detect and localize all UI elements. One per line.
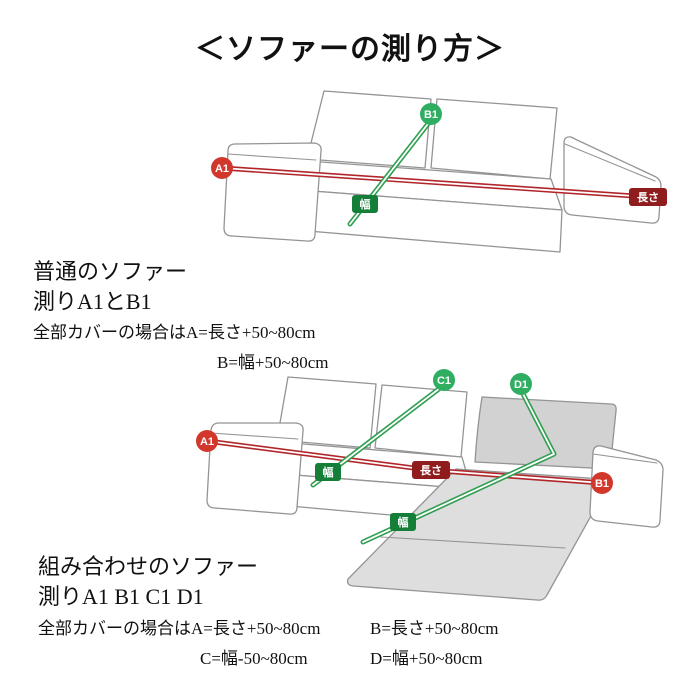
sofa2-measure-line-d-core [362, 389, 555, 543]
sofa2-back-cushion-mid [374, 384, 468, 458]
sofa2-armrest-right [589, 445, 664, 528]
sofa2-length-badge: 長さ [412, 461, 450, 479]
section1-heading-line1: 普通のソファー [33, 259, 188, 284]
length-badge-label: 長さ [637, 191, 659, 204]
section2-heading-line2: 測りA1 B1 C1 D1 [38, 584, 204, 609]
section2-note-row1: 全部カバーの場合はA=長さ+50~80cm B=長さ+50~80cm [38, 614, 678, 644]
sofa2-width-badge-chaise: 幅 [390, 513, 416, 531]
section1-heading-line2: 測りA1とB1 [33, 289, 152, 314]
sofa1-width-badge: 幅 [352, 195, 378, 213]
length-badge-box [412, 461, 450, 479]
sofa2-marker-d1: D1 [510, 373, 532, 395]
section2-heading: 組み合わせのソファー 測りA1 B1 C1 D1 [38, 552, 258, 612]
b1-marker-label: B1 [424, 109, 438, 121]
sofa2-marker-c1: C1 [433, 369, 455, 391]
section2-note-b: B=長さ+50~80cm [370, 619, 499, 638]
section1-heading: 普通のソファー 測りA1とB1 [33, 257, 187, 317]
a1-marker-circle [211, 157, 233, 179]
sofa1-measure-line-a-core [221, 167, 650, 198]
section2-note-c: C=幅-50~80cm [200, 649, 308, 668]
sofa2-chaise-seam [380, 536, 566, 549]
b1-marker-circle [591, 472, 613, 494]
a1-marker-label: A1 [200, 436, 214, 448]
section1-note-line1: 全部カバーの場合はA=長さ+50~80cm [33, 323, 316, 342]
b1-marker-label: B1 [595, 478, 609, 490]
section1-note-line2: B=幅+50~80cm [217, 353, 329, 372]
sofa1-marker-b1: B1 [420, 103, 442, 125]
sofa1-armrest-left-seam [227, 153, 317, 161]
length-badge-label: 長さ [420, 464, 442, 477]
section2-note-row2: C=幅-50~80cm D=幅+50~80cm [38, 644, 678, 674]
sofa2-armrest-left-seam [210, 432, 299, 440]
sofa1-marker-a1: A1 [211, 157, 233, 179]
sectional-sofa-illustration: 幅 長さ 幅 A1 B1 C1 D1 [196, 369, 664, 601]
regular-sofa-illustration: 幅 長さ A1 B1 [211, 90, 667, 253]
sofa2-armrest-left [206, 422, 304, 515]
sofa1-back-cushion-left [306, 90, 432, 169]
sofa2-width-badge-left: 幅 [315, 463, 341, 481]
length-badge-box [629, 188, 667, 206]
width-badge-box [352, 195, 378, 213]
section2-notes: 全部カバーの場合はA=長さ+50~80cm B=長さ+50~80cm C=幅-5… [38, 614, 678, 674]
section2-note-a: 全部カバーの場合はA=長さ+50~80cm [38, 619, 321, 638]
b1-marker-circle [420, 103, 442, 125]
c1-marker-circle [433, 369, 455, 391]
c1-marker-label: C1 [437, 375, 451, 387]
sofa1-armrest-left [223, 142, 322, 242]
sofa1-length-badge: 長さ [629, 188, 667, 206]
sofa1-back-cushion-right [430, 98, 558, 180]
sofa1-armrest-right-seam [564, 143, 656, 182]
a1-marker-label: A1 [215, 163, 229, 175]
width-badge-box [315, 463, 341, 481]
width-badge-label: 幅 [323, 465, 334, 479]
d1-marker-label: D1 [514, 379, 528, 391]
sofa2-armrest-right-seam [592, 453, 658, 464]
width-badge-box [390, 513, 416, 531]
page-title: ＜ソファーの測り方＞ [195, 33, 505, 66]
d1-marker-circle [510, 373, 532, 395]
section1-notes: 全部カバーの場合はA=長さ+50~80cm B=幅+50~80cm [33, 318, 328, 378]
sofa2-marker-a1: A1 [196, 430, 218, 452]
width-badge-label: 幅 [360, 197, 371, 211]
section2-note-d: D=幅+50~80cm [370, 649, 483, 668]
section2-heading-line1: 組み合わせのソファー [38, 554, 259, 579]
sofa2-marker-b1: B1 [591, 472, 613, 494]
a1-marker-circle [196, 430, 218, 452]
width-badge-label: 幅 [398, 515, 409, 529]
